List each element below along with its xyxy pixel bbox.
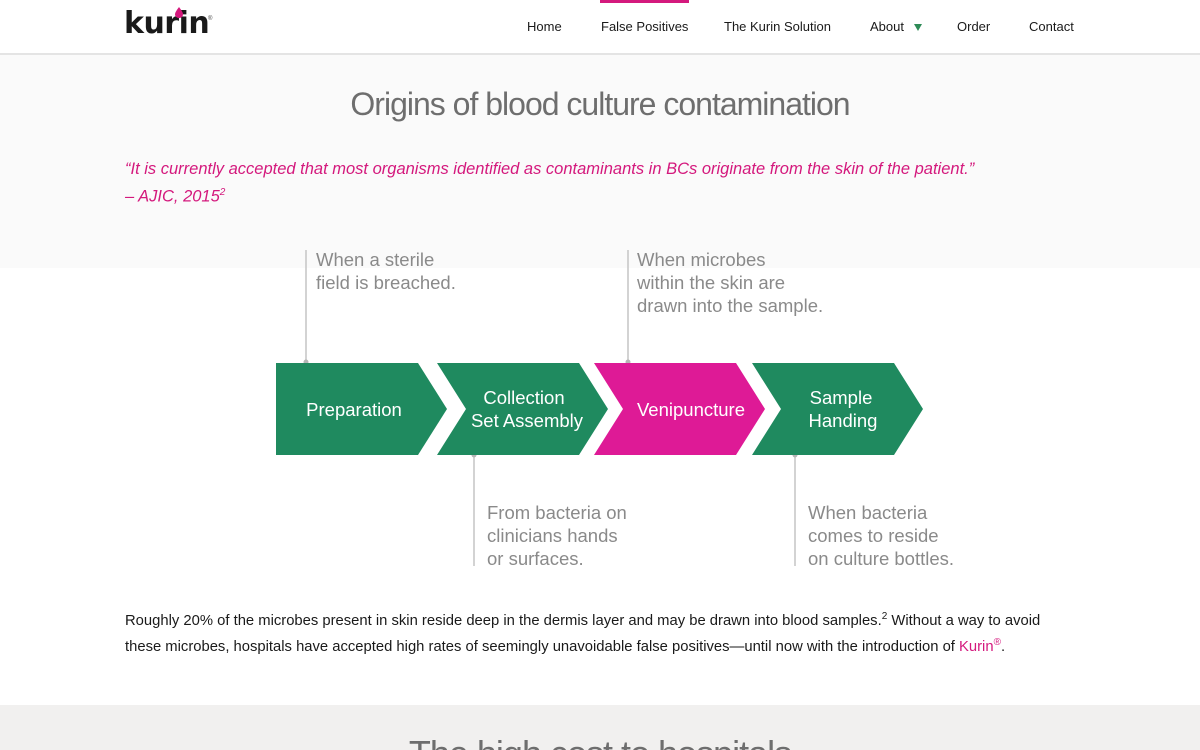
quote-reference: 2 xyxy=(219,187,226,198)
nav-contact-label: Contact xyxy=(1029,19,1074,34)
callout-line: drawn into the sample. xyxy=(637,295,824,316)
contamination-process-diagram: Preparation Collection Set Assembly Veni… xyxy=(276,248,954,570)
next-section-title: The high cost to hospitals xyxy=(0,733,1200,750)
nav-the-kurin-solution[interactable]: The Kurin Solution xyxy=(724,0,831,53)
nav-about-label: About xyxy=(870,19,904,34)
callout-culture-bottles: When bacteria comes to reside on culture… xyxy=(808,501,954,570)
callout-line: within the skin are xyxy=(637,272,786,293)
next-section-band: The high cost to hospitals xyxy=(0,705,1200,750)
kurin-registered-mark: ® xyxy=(993,637,1001,649)
nav-false-positives-label: False Positives xyxy=(601,19,689,34)
nav-about[interactable]: About xyxy=(870,0,922,53)
callout-line: When microbes xyxy=(637,249,766,270)
kurin-link-label: Kurin xyxy=(959,639,994,656)
body-text-end: . xyxy=(1000,639,1006,656)
callout-sterile-field: When a sterile field is breached. xyxy=(316,248,456,294)
nav-false-positives[interactable]: False Positives xyxy=(599,0,690,53)
nav-order[interactable]: Order xyxy=(957,0,990,53)
kurin-logo[interactable]: kurin ® xyxy=(124,6,214,44)
callout-line: When bacteria xyxy=(808,502,928,523)
step-arrow-collection xyxy=(437,363,608,455)
step-arrow-preparation xyxy=(276,363,447,455)
step-label-collection-line-2: Set Assembly xyxy=(471,410,584,431)
drop-icon xyxy=(175,7,183,18)
callout-line: or surfaces. xyxy=(487,548,584,569)
pull-quote: “It is currently accepted that most orga… xyxy=(125,158,1085,209)
callout-line: clinicians hands xyxy=(487,525,618,546)
callout-clinician-bacteria: From bacteria on clinicians hands or sur… xyxy=(487,501,627,570)
step-label-sample-line-1: Sample xyxy=(810,387,873,408)
quote-text: “It is currently accepted that most orga… xyxy=(125,160,975,178)
nav-order-label: Order xyxy=(957,19,991,34)
intro-band xyxy=(0,55,1200,268)
step-label-collection-line-1: Collection xyxy=(483,387,564,408)
step-label-preparation: Preparation xyxy=(306,399,402,420)
logo-wordmark: kurin xyxy=(124,6,210,41)
nav-home-label: Home xyxy=(527,19,562,34)
callout-line: From bacteria on xyxy=(487,502,627,523)
body-paragraph: Roughly 20% of the microbes present in s… xyxy=(125,606,1075,659)
callout-line: field is breached. xyxy=(316,272,456,293)
site-header: kurin ® Home False Positives The Kurin S… xyxy=(0,0,1200,55)
step-label-venipuncture: Venipuncture xyxy=(637,399,745,420)
callout-line: comes to reside xyxy=(808,525,939,546)
body-text-part-2: Without a way to avoid these microbes, h… xyxy=(125,612,1041,656)
page-title: Origins of blood culture contamination xyxy=(350,86,850,122)
logo-registered-mark: ® xyxy=(208,16,213,22)
nav-the-kurin-solution-label: The Kurin Solution xyxy=(724,19,831,34)
step-label-sample-line-2: Handing xyxy=(809,410,878,431)
body-text-part-1: Roughly 20% of the microbes present in s… xyxy=(125,612,882,629)
step-arrow-venipuncture xyxy=(594,363,765,455)
callout-skin-microbes: When microbes within the skin are drawn … xyxy=(637,248,823,317)
callout-line: When a sterile xyxy=(316,249,435,270)
process-arrows: Preparation Collection Set Assembly Veni… xyxy=(276,250,923,566)
nav-contact[interactable]: Contact xyxy=(1029,0,1074,53)
callout-line: on culture bottles. xyxy=(808,548,955,569)
body-reference: 2 xyxy=(881,611,888,622)
kurin-link[interactable]: Kurin® xyxy=(959,637,1001,656)
caret-down-icon xyxy=(913,24,922,32)
step-arrow-sample-handling xyxy=(752,363,923,455)
quote-source: – AJIC, 2015 xyxy=(125,187,220,206)
nav-home[interactable]: Home xyxy=(527,0,562,53)
